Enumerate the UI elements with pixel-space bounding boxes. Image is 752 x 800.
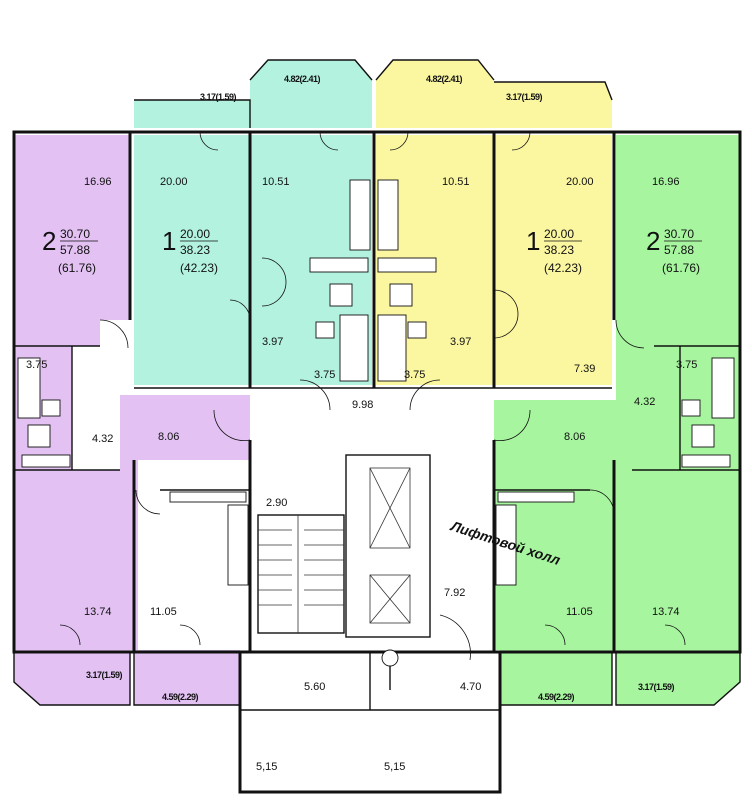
balcony-area: 4.59(2.29) bbox=[538, 692, 575, 702]
rooms-count: 2 bbox=[42, 226, 56, 256]
balcony-top-3-fill bbox=[376, 60, 494, 128]
stair-treads bbox=[258, 515, 344, 633]
room-area: 10.51 bbox=[262, 176, 290, 188]
room-area: 11.05 bbox=[566, 606, 593, 618]
walls bbox=[12, 130, 742, 794]
balcony-labels: 3.17(1.59) 4.82(2.41) 4.82(2.41) 3.17(1.… bbox=[86, 74, 675, 702]
room-area: 5.60 bbox=[304, 681, 325, 693]
room-area: 7.92 bbox=[444, 587, 465, 599]
doors bbox=[59, 131, 686, 661]
rooms-count: 1 bbox=[162, 226, 176, 256]
apartment-summary-3: 1 20.00 38.23 (42.23) bbox=[526, 226, 582, 275]
balcony-top-2-fill bbox=[250, 60, 372, 128]
total-area-with-balcony: (61.76) bbox=[662, 261, 700, 275]
room-area: 3.75 bbox=[404, 369, 425, 381]
fixtures bbox=[17, 179, 735, 586]
apartment-4b-fill bbox=[494, 460, 616, 650]
room-area: 3.75 bbox=[676, 359, 697, 371]
room-area: 13.74 bbox=[84, 606, 112, 618]
living-area: 20.00 bbox=[544, 227, 574, 241]
balcony-area: 4.82(2.41) bbox=[284, 74, 321, 84]
balcony-area: 3.17(1.59) bbox=[200, 92, 237, 102]
room-area: 5,15 bbox=[256, 761, 277, 773]
apartment-1-fill bbox=[14, 135, 250, 650]
balcony-area: 3.17(1.59) bbox=[638, 682, 675, 692]
balcony-bottom-3-fill bbox=[500, 650, 612, 705]
total-area: 38.23 bbox=[180, 243, 210, 257]
rooms-count: 2 bbox=[646, 226, 660, 256]
balcony-bottom-1-fill bbox=[14, 650, 130, 705]
room-area: 4.70 bbox=[460, 681, 481, 693]
balcony-area: 4.59(2.29) bbox=[162, 692, 199, 702]
room-area: 8.06 bbox=[158, 431, 179, 443]
total-area-with-balcony: (42.23) bbox=[544, 261, 582, 275]
room-area: 20.00 bbox=[160, 176, 188, 188]
total-area: 57.88 bbox=[60, 243, 90, 257]
room-area: 2.90 bbox=[266, 497, 287, 509]
total-area-with-balcony: (61.76) bbox=[58, 261, 96, 275]
living-area: 30.70 bbox=[664, 227, 694, 241]
room-area: 3.75 bbox=[314, 369, 335, 381]
apartment-4-fill bbox=[494, 135, 740, 650]
room-area: 16.96 bbox=[652, 176, 680, 188]
apartment-2-fill bbox=[134, 135, 250, 385]
balcony-bottom-4-fill bbox=[616, 650, 740, 705]
balconies bbox=[13, 59, 741, 706]
room-area: 11.05 bbox=[150, 606, 177, 618]
apartment-summary-4: 2 30.70 57.88 (61.76) bbox=[646, 226, 702, 275]
room-area: 9.98 bbox=[352, 399, 373, 411]
room-area: 8.06 bbox=[564, 431, 585, 443]
balcony-top-1-fill bbox=[134, 100, 250, 128]
room-area: 13.74 bbox=[652, 606, 680, 618]
apartment-fills bbox=[14, 60, 740, 705]
room-area: 7.39 bbox=[574, 363, 595, 375]
total-area: 57.88 bbox=[664, 243, 694, 257]
balcony-area: 4.82(2.41) bbox=[426, 74, 463, 84]
room-area: 3.97 bbox=[262, 336, 283, 348]
balcony-top-4-fill bbox=[494, 82, 612, 128]
balcony-area: 3.17(1.59) bbox=[506, 92, 543, 102]
living-area: 20.00 bbox=[180, 227, 210, 241]
room-area: 3.75 bbox=[26, 359, 47, 371]
room-area: 3.97 bbox=[450, 336, 471, 348]
apartment-summary-2: 1 20.00 38.23 (42.23) bbox=[162, 226, 218, 275]
room-labels: 16.96 3.75 4.32 13.74 20.00 3.97 3.75 11… bbox=[26, 176, 697, 773]
room-area: 10.51 bbox=[442, 176, 470, 188]
balcony-area: 3.17(1.59) bbox=[86, 670, 123, 680]
room-area: 5,15 bbox=[384, 761, 405, 773]
total-area: 38.23 bbox=[544, 243, 574, 257]
apartment-summary-1: 2 30.70 57.88 (61.76) bbox=[42, 226, 98, 275]
room-area: 4.32 bbox=[634, 396, 655, 408]
room-area: 16.96 bbox=[84, 176, 112, 188]
rooms-count: 1 bbox=[526, 226, 540, 256]
living-area: 30.70 bbox=[60, 227, 90, 241]
balcony-bottom-2-fill bbox=[134, 650, 240, 705]
room-area: 4.32 bbox=[92, 433, 113, 445]
room-area: 20.00 bbox=[566, 176, 594, 188]
total-area-with-balcony: (42.23) bbox=[180, 261, 218, 275]
